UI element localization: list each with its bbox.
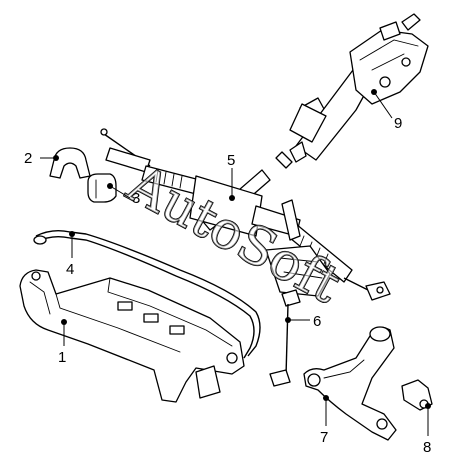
stabilizer-link	[269, 289, 301, 387]
callout-9: 9	[394, 115, 402, 132]
callout-6: 6	[313, 313, 321, 330]
subframe	[19, 269, 245, 403]
callout-8: 8	[423, 439, 431, 456]
callout-1: 1	[58, 349, 66, 366]
steering-column	[289, 13, 429, 163]
control-arm-bracket	[401, 379, 433, 411]
callout-3: 3	[132, 190, 140, 207]
callout-numbers: 1 2 3 4 5 6 7 8 9	[24, 115, 431, 456]
steering-rack	[100, 128, 391, 301]
callout-4: 4	[66, 261, 74, 278]
callout-leaders	[40, 89, 431, 436]
stabilizer-bar	[33, 229, 261, 359]
lower-control-arm	[303, 326, 397, 441]
callout-2: 2	[24, 150, 32, 167]
stabilizer-bushing	[87, 173, 117, 203]
stabilizer-bracket	[49, 147, 91, 179]
callout-5: 5	[227, 152, 235, 169]
callout-7: 7	[320, 429, 328, 446]
